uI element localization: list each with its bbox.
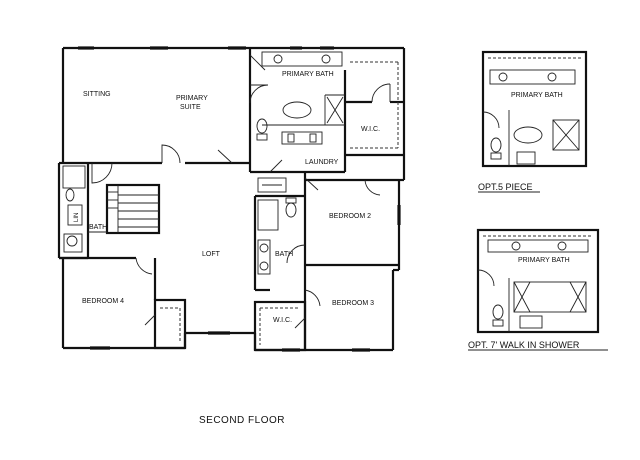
opt7-caption: OPT. 7' WALK IN SHOWER [468,340,580,350]
room-label-wic-bed3: W.I.C. [273,317,292,324]
opt5-room-label: PRIMARY BATH [511,92,563,99]
room-label-bedroom-3: BEDROOM 3 [332,300,374,307]
room-label-bedroom-4: BEDROOM 4 [82,298,124,305]
plan-title: SECOND FLOOR [199,415,285,426]
room-label-wic-primary: W.I.C. [361,126,380,133]
main-plan-labels: SITTING PRIMARY SUITE PRIMARY BATH W.I.C… [74,71,380,426]
room-label-laundry: LAUNDRY [305,159,339,166]
room-label-bath-center: BATH [275,251,293,258]
opt7-room-label: PRIMARY BATH [518,257,570,264]
room-label-lin: LIN [74,213,80,222]
option-7-walk-in-shower-inset: PRIMARY BATH OPT. 7' WALK IN SHOWER [468,228,608,351]
room-label-primary-bath: PRIMARY BATH [282,71,334,78]
room-label-loft: LOFT [202,251,221,258]
room-label-bedroom-2: BEDROOM 2 [329,213,371,220]
room-label-primary-suite-1: PRIMARY [176,95,208,102]
room-label-sitting: SITTING [83,91,111,98]
main-plan-interior [59,48,404,352]
opt5-caption: OPT.5 PIECE [478,182,533,192]
room-label-primary-suite-2: SUITE [180,104,201,111]
room-label-bath-left: BATH [89,224,107,231]
option-5-piece-inset: PRIMARY BATH OPT.5 PIECE [478,50,588,193]
